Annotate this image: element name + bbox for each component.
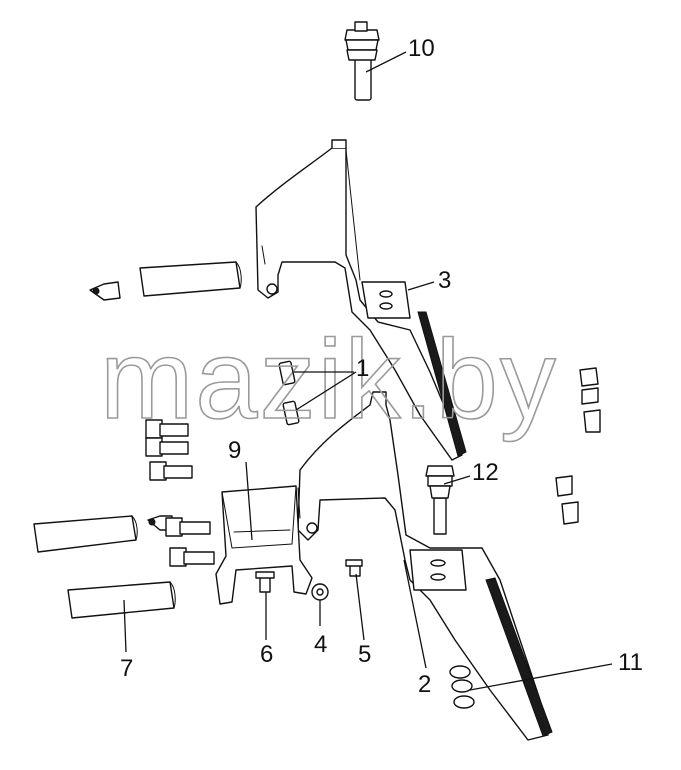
callout-6: 6 <box>260 641 273 668</box>
nuts-right <box>555 367 601 525</box>
callout-10: 10 <box>408 35 435 62</box>
clevis-9 <box>215 485 313 605</box>
clip-upper <box>89 281 121 301</box>
screw-5 <box>345 559 363 577</box>
callout-9: 9 <box>228 437 241 464</box>
callout-7: 7 <box>120 655 133 682</box>
callout-5: 5 <box>358 641 371 668</box>
bolt-10 <box>344 21 380 101</box>
bracket-3 <box>255 139 467 461</box>
callout-11: 11 <box>618 649 643 676</box>
screws-1 <box>278 360 300 426</box>
callout-4: 4 <box>314 631 327 658</box>
leader-lines <box>123 51 613 691</box>
bolts-left <box>145 419 215 567</box>
callout-12: 12 <box>472 459 499 486</box>
pin-7 <box>67 581 176 619</box>
nut-4 <box>311 583 329 601</box>
callout-1: 1 <box>356 355 369 382</box>
callout-3: 3 <box>438 267 451 294</box>
bolt-12 <box>425 465 455 535</box>
nuts-11 <box>449 665 475 709</box>
callout-2: 2 <box>418 671 431 698</box>
bracket-2 <box>297 391 553 741</box>
pin-upper <box>139 261 242 297</box>
watermark-text: mazik.by <box>100 317 558 442</box>
pin-6 <box>255 571 275 593</box>
pin-left <box>33 515 138 553</box>
